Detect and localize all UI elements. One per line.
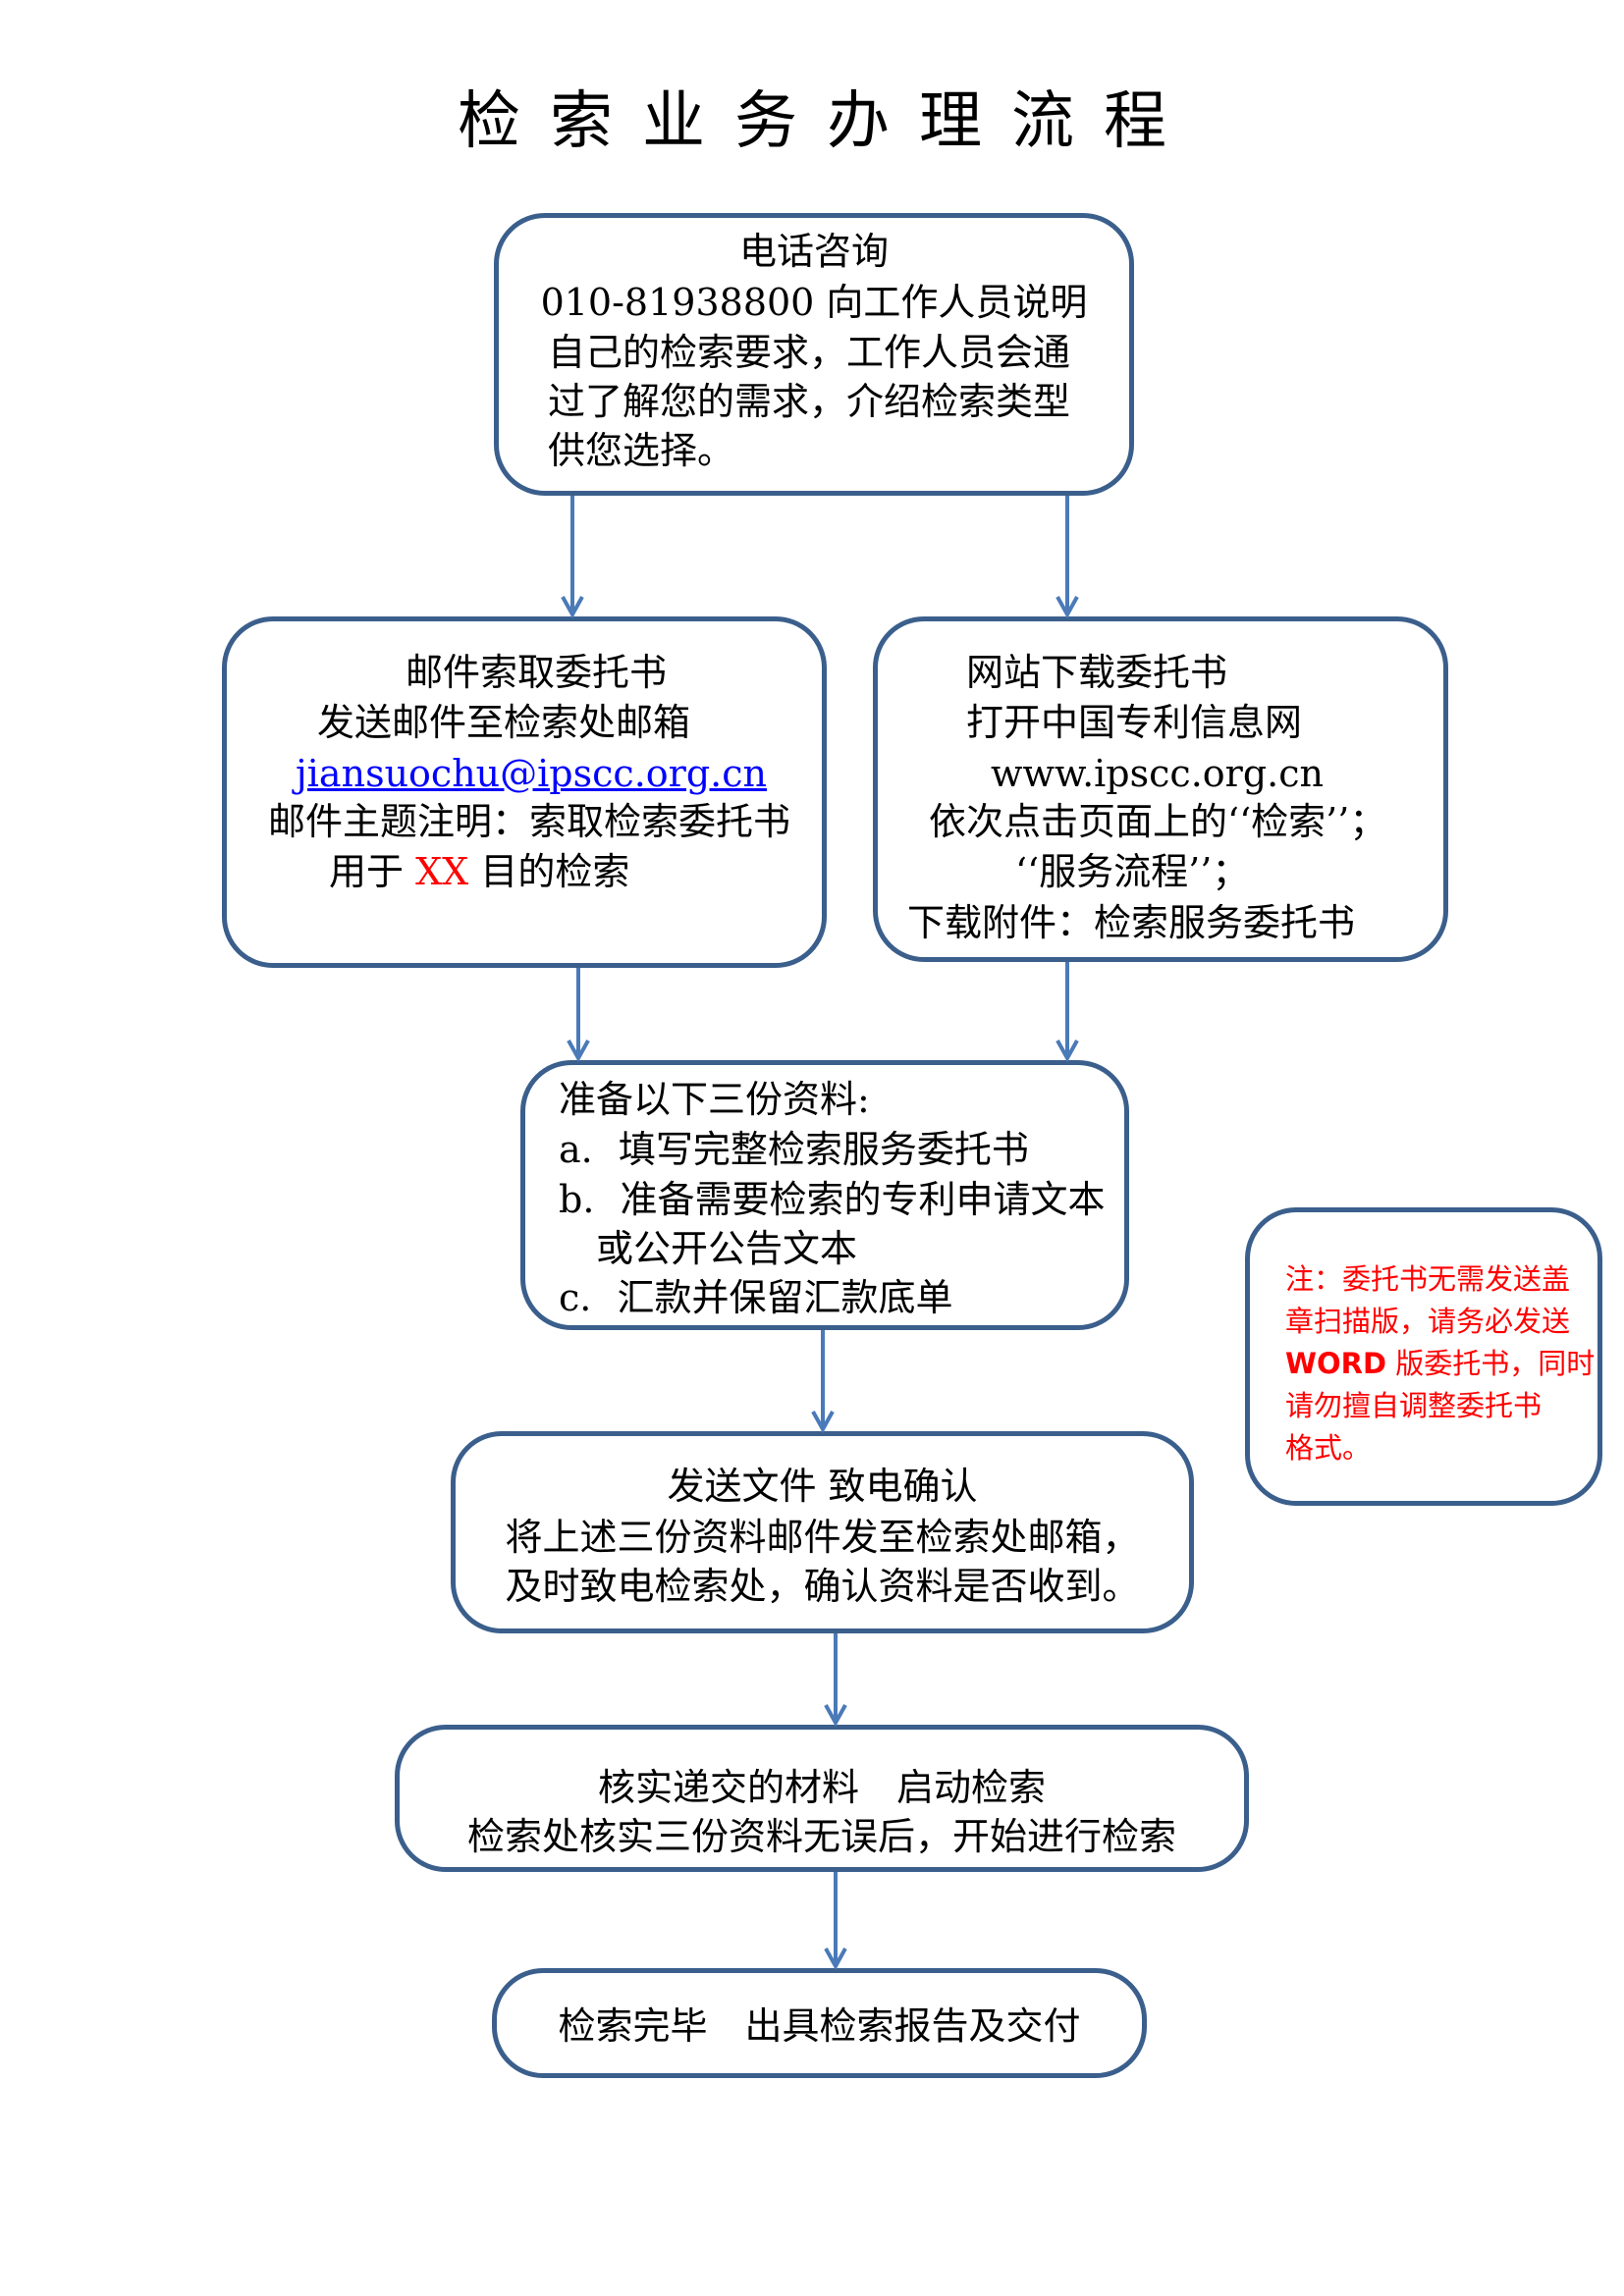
item-text: 准备需要检索的专利申请文本 <box>620 1178 1106 1221</box>
arrow-head <box>811 1411 835 1434</box>
step-heading: 网站下载委托书 <box>966 651 1228 694</box>
arrow-head <box>567 1040 590 1063</box>
step-heading: 准备以下三份资料: <box>559 1078 870 1121</box>
item-marker: b. <box>559 1178 595 1221</box>
purpose-placeholder: XX <box>415 850 469 893</box>
step-verify-start: 核实递交的材料 启动检索 检索处核实三份资料无误后，开始进行检索 <box>395 1725 1249 1872</box>
list-item-continuation: 或公开公告文本 <box>596 1227 858 1270</box>
note-text: WORD 版委托书，同时 <box>1285 1350 1597 1378</box>
step-finish-deliver: 检索完毕 出具检索报告及交付 <box>492 1968 1147 2078</box>
arrow-phone-to-website <box>1056 496 1079 619</box>
note-text: 注：委托书无需发送盖 <box>1285 1262 1571 1296</box>
step-text: 将上述三份资料邮件发至检索处邮箱， <box>505 1516 1140 1559</box>
item-text: 填写完整检索服务委托书 <box>618 1128 1029 1171</box>
arrow-prepare-to-send <box>811 1330 835 1434</box>
arrow-head <box>824 1948 847 1971</box>
arrow-head <box>824 1704 847 1728</box>
note-box: 注：委托书无需发送盖 章扫描版，请务必发送 WORD 版委托书，同时 请勿擅自调… <box>1245 1207 1602 1506</box>
note-text: 请勿擅自调整委托书 <box>1285 1389 1543 1422</box>
step-heading: 邮件索取委托书 <box>406 651 668 694</box>
step-website-download: 网站下载委托书 打开中国专利信息网 www.ipscc.org.cn 依次点击页… <box>873 616 1448 962</box>
note-text: 格式。 <box>1285 1431 1372 1465</box>
step-text: ‘‘服务流程’’； <box>1015 850 1250 893</box>
item-marker: a. <box>559 1128 593 1171</box>
step-heading: 核实递交的材料 启动检索 <box>597 1766 1046 1809</box>
arrow-verify-to-finish <box>824 1872 847 1971</box>
arrow-email-to-prepare <box>567 968 590 1063</box>
step-text: 用于 XX 目的检索 <box>329 853 822 890</box>
arrow-head <box>1056 596 1079 619</box>
step-email-request: 邮件索取委托书 发送邮件至检索处邮箱 jiansuochu@ipscc.org.… <box>222 616 827 968</box>
note-text-rest: 版委托书，同时 <box>1386 1347 1596 1380</box>
step-text: 010-81938800 向工作人员说明 <box>540 281 1088 324</box>
step-text: 供您选择。 <box>548 429 735 472</box>
step-phone-consultation: 电话咨询 010-81938800 向工作人员说明 自己的检索要求，工作人员会通… <box>494 213 1134 496</box>
item-marker: c. <box>559 1276 592 1319</box>
list-item: c. 汇款并保留汇款底单 <box>559 1279 1124 1316</box>
arrow-phone-to-email <box>561 496 584 619</box>
step-heading: 检索完毕 出具检索报告及交付 <box>558 2004 1081 2048</box>
step-prepare-materials: 准备以下三份资料: a. 填写完整检索服务委托书 b. 准备需要检索的专利申请文… <box>520 1060 1129 1330</box>
step-text: 及时致电检索处，确认资料是否收到。 <box>505 1565 1140 1608</box>
step-text: 自己的检索要求，工作人员会通 <box>548 331 1071 374</box>
arrow-head <box>1056 1040 1079 1063</box>
step-heading: 发送文件 致电确认 <box>667 1465 978 1508</box>
arrow-send-to-verify <box>824 1633 847 1728</box>
step-text: 打开中国专利信息网 <box>966 701 1303 744</box>
list-item: b. 准备需要检索的专利申请文本 <box>559 1181 1124 1218</box>
purpose-prefix: 用于 <box>329 850 405 893</box>
email-link[interactable]: jiansuochu@ipscc.org.cn <box>296 752 767 795</box>
note-word-format: WORD <box>1285 1347 1387 1380</box>
purpose-suffix: 目的检索 <box>480 850 630 893</box>
page-title: 检索业务办理流程 <box>458 85 1196 158</box>
arrow-head <box>561 596 584 619</box>
step-text: 检索处核实三份资料无误后，开始进行检索 <box>466 1815 1176 1858</box>
step-text: 邮件主题注明：索取检索委托书 <box>268 800 791 843</box>
step-text: 发送邮件至检索处邮箱 <box>317 701 691 744</box>
item-text: 汇款并保留汇款底单 <box>617 1276 953 1319</box>
arrow-website-to-prepare <box>1056 962 1079 1063</box>
step-send-confirm: 发送文件 致电确认 将上述三份资料邮件发至检索处邮箱， 及时致电检索处，确认资料… <box>451 1431 1194 1633</box>
list-item: a. 填写完整检索服务委托书 <box>559 1131 1124 1168</box>
step-text: 下载附件：检索服务委托书 <box>907 901 1356 944</box>
note-text: 章扫描版，请务必发送 <box>1285 1305 1571 1338</box>
step-heading: 电话咨询 <box>738 230 889 273</box>
step-text: 过了解您的需求，介绍检索类型 <box>548 380 1071 423</box>
step-text: 依次点击页面上的‘‘检索’’； <box>929 800 1387 843</box>
website-url[interactable]: www.ipscc.org.cn <box>991 752 1324 795</box>
